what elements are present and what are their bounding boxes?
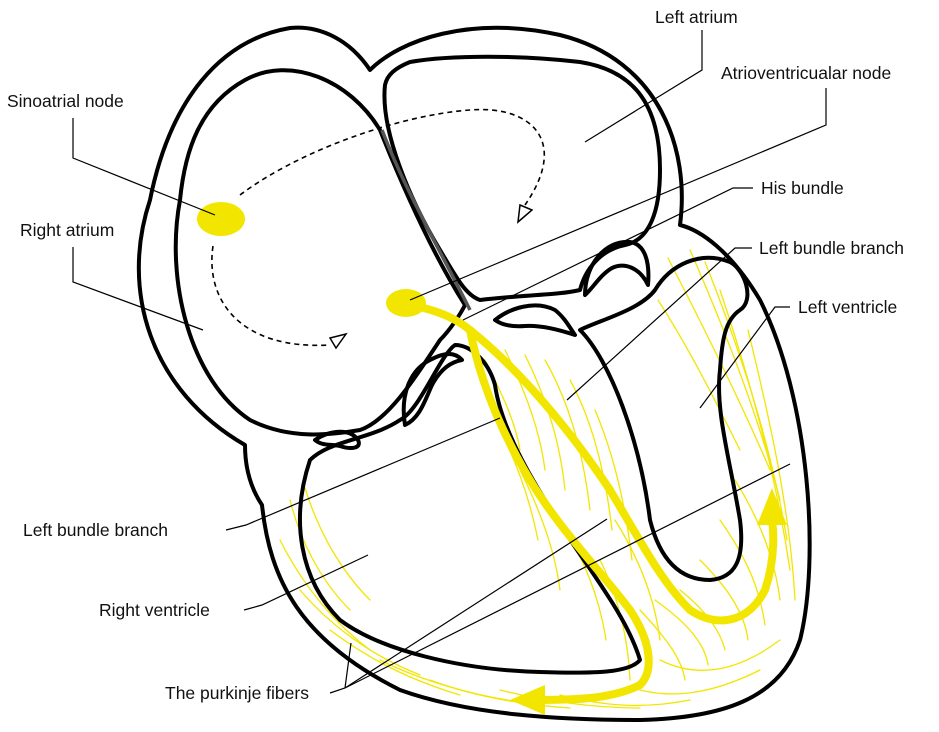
- aortic-valve-flap: [585, 242, 648, 295]
- conduction-system: [197, 202, 787, 715]
- label-left-bundle-branch-right: Left bundle branch: [759, 238, 904, 258]
- atrial-flow-arrowhead-left: [518, 205, 532, 222]
- leader-sa-node: [73, 118, 215, 215]
- label-purkinje-fibers: The purkinje fibers: [165, 683, 309, 703]
- label-right-ventricle: Right ventricle: [99, 600, 210, 620]
- leader-lines: [73, 30, 826, 693]
- label-sa-node: Sinoatrial node: [7, 91, 124, 111]
- right-atrium-chamber: [176, 70, 465, 434]
- right-ventricle-chamber: [300, 345, 640, 673]
- leader-left-ventricle: [700, 307, 790, 408]
- label-av-node: Atrioventricualar node: [721, 63, 891, 83]
- atrial-flow-arrow-right: [212, 246, 330, 345]
- mitral-valve-flap-1: [404, 354, 462, 425]
- left-bundle-branch-path: [470, 330, 773, 620]
- sinoatrial-node: [197, 202, 245, 236]
- atrial-flow-arrowhead-right: [330, 334, 346, 348]
- leader-purkinje-3: [345, 643, 351, 688]
- label-left-atrium: Left atrium: [655, 7, 738, 27]
- label-left-ventricle: Left ventricle: [798, 297, 897, 317]
- mitral-valve-flap-2: [495, 305, 575, 335]
- label-left-bundle-branch-left: Left bundle branch: [23, 520, 168, 540]
- right-ventricle-arrowhead: [510, 685, 545, 715]
- label-right-atrium: Right atrium: [20, 220, 114, 240]
- left-atrium-chamber: [384, 57, 660, 300]
- leader-his-bundle: [463, 188, 753, 320]
- impulse-flow-arrows: [212, 110, 544, 348]
- label-his-bundle: His bundle: [761, 178, 844, 198]
- purkinje-fiber-network: [280, 250, 795, 708]
